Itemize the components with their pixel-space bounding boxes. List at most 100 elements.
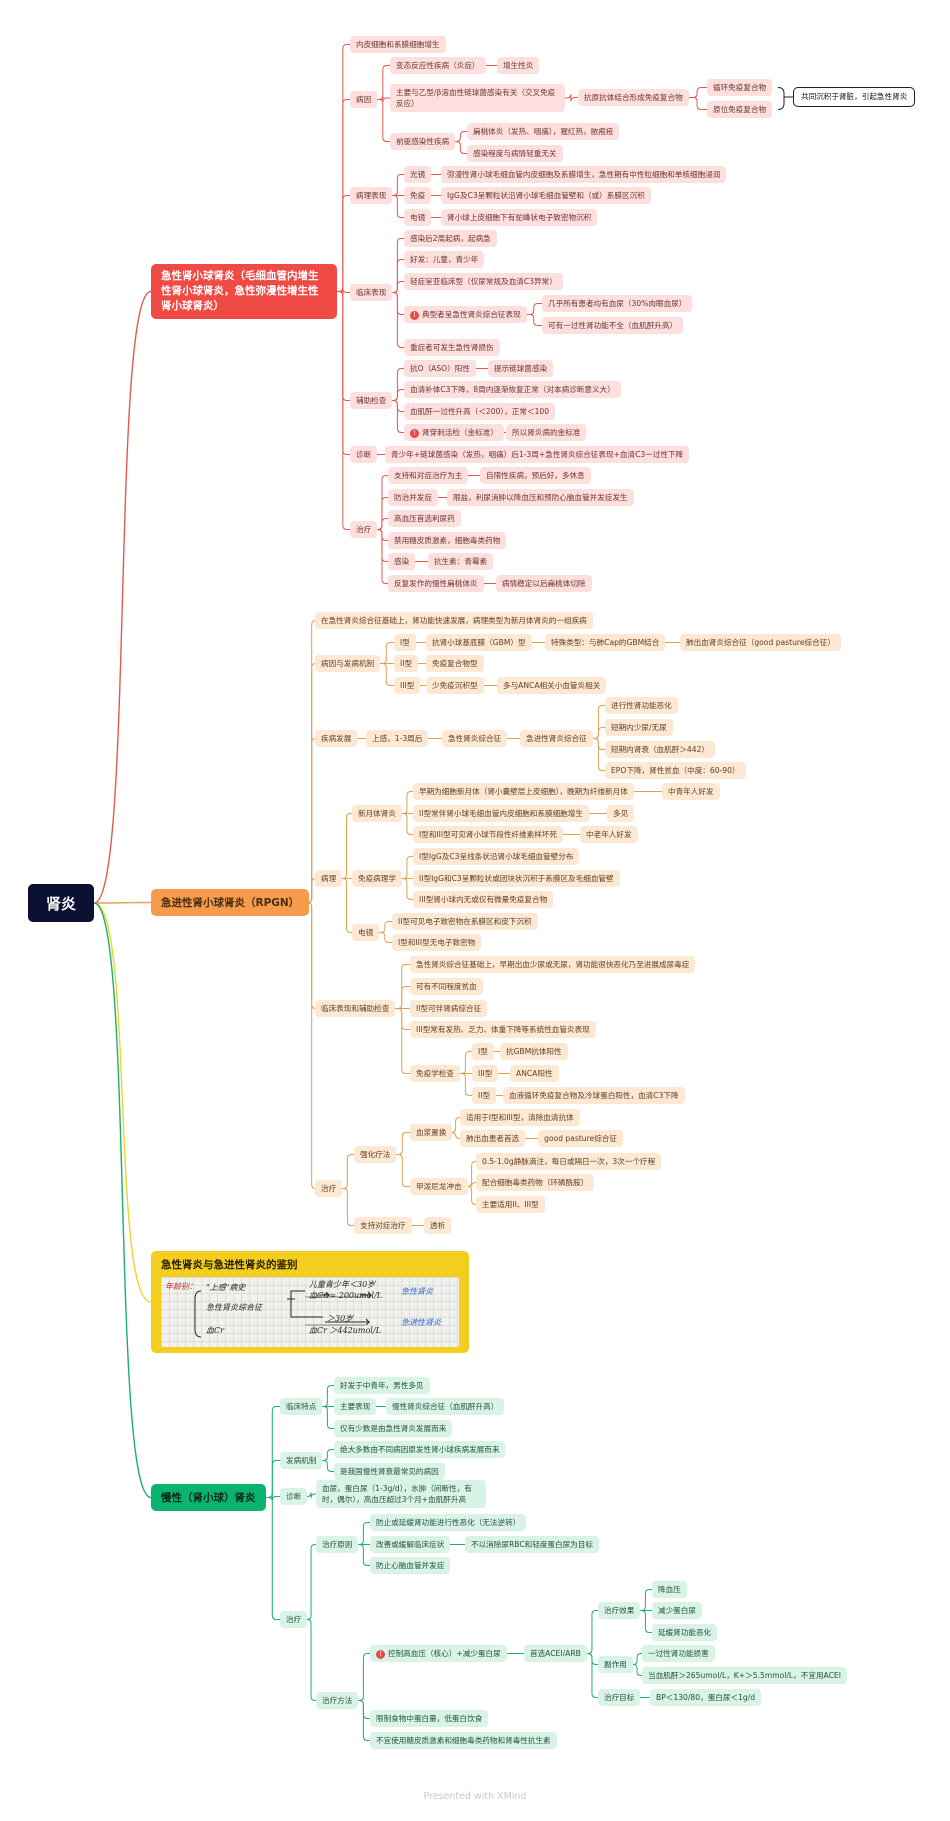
cgn-sd2[interactable]: 当血肌酐＞265umol/L，K+＞5.5mmol/L，不宜用ACEI	[642, 1667, 847, 1684]
rpgn-il1a[interactable]: 抗GBM抗体阳性	[500, 1043, 568, 1060]
agn-t5a[interactable]: 抗生素：青霉素	[428, 553, 494, 570]
cgn-pr2[interactable]: 改善或缓解临床症状	[370, 1536, 451, 1553]
rpgn-il3a[interactable]: 血液循环免疫复合物及冷球蛋白阳性，血清C3下降	[503, 1087, 685, 1104]
rpgn-cr3[interactable]: I型和III型可见肾小球节段性纤维素样坏死	[413, 826, 564, 843]
agn-c5[interactable]: 重症者可发生急性肾损伤	[404, 339, 500, 356]
rpgn-il3[interactable]: II型	[472, 1087, 497, 1104]
rpgn-m3[interactable]: III型	[394, 677, 421, 694]
cgn-f2[interactable]: 主要表现	[334, 1398, 377, 1415]
agn-p1a[interactable]: 弥漫性肾小球毛细血管内皮细胞及系膜增生，急性期有中性粒细胞和单核细胞浸润	[441, 166, 727, 183]
rpgn-m3a[interactable]: 少免疫沉积型	[426, 677, 484, 694]
rpgn-m1c[interactable]: 肺出血肾炎综合征（good pasture综合征）	[680, 634, 841, 651]
rpgn-dv3[interactable]: 急进性肾炎综合征	[520, 730, 593, 747]
agn-c2[interactable]: 好发：儿童，青少年	[404, 251, 485, 268]
agn-path[interactable]: 病理表现	[350, 187, 393, 204]
rpgn-il2a[interactable]: ANCA阳性	[510, 1065, 559, 1082]
agn-t1[interactable]: 支持和对症治疗为主	[388, 467, 469, 484]
agn-p2a[interactable]: IgG及C3呈颗粒状沿肾小球毛细血管壁和（或）系膜区沉积	[441, 187, 651, 204]
cgn-sd1[interactable]: 一过性肾功能损害	[642, 1645, 715, 1662]
rpgn-dv1[interactable]: 上感，1-3周后	[366, 730, 429, 747]
rpgn-mp3[interactable]: 主要适用II、III型	[476, 1196, 545, 1213]
rpgn-mp1[interactable]: 0.5-1.0g静脉滴注，每日或隔日一次，3次一个疗程	[476, 1153, 662, 1170]
rpgn-clin[interactable]: 临床表现和辅助检查	[315, 1000, 396, 1017]
topic-chronic-gn[interactable]: 慢性（肾小球）肾炎	[151, 1484, 266, 1511]
rpgn-pex1[interactable]: 适用于I型和III型，清除血清抗体	[460, 1109, 580, 1126]
rpgn-cl3[interactable]: II型可伴肾病综合征	[410, 1000, 488, 1017]
cgn-treat[interactable]: 治疗	[280, 1611, 308, 1628]
agn-a4a[interactable]: 所以肾炎病的金标准	[506, 424, 587, 441]
rpgn-def[interactable]: 在急性肾炎综合征基础上，肾功能快速发展，病理类型为新月体肾炎的一组疾病	[315, 612, 593, 629]
agn-t6[interactable]: 反复发作的慢性扁桃体炎	[388, 575, 484, 592]
agn-e2b2[interactable]: 原位免疫复合物	[707, 101, 773, 118]
rpgn-ilab[interactable]: 免疫学检查	[410, 1065, 460, 1082]
cgn-ef1[interactable]: 降血压	[652, 1581, 687, 1598]
cgn-diag[interactable]: 诊断	[280, 1488, 308, 1505]
cgn-me1[interactable]: !控制高血压（核心）+减少蛋白尿	[370, 1645, 507, 1662]
agn-diag[interactable]: 诊断	[350, 446, 378, 463]
rpgn-dv3b[interactable]: 短期内少尿/无尿	[605, 719, 673, 736]
rpgn-immu[interactable]: 免疫病理学	[352, 870, 402, 887]
rpgn-dv3d[interactable]: EPO下降，肾性贫血（中度：60-90）	[605, 762, 746, 779]
rpgn-m2[interactable]: II型	[394, 655, 419, 672]
rpgn-dv3a[interactable]: 进行性肾功能恶化	[605, 697, 678, 714]
root-topic[interactable]: 肾炎	[28, 884, 94, 922]
agn-t1a[interactable]: 自限性疾病，预后好，多休息	[480, 467, 591, 484]
agn-clin[interactable]: 临床表现	[350, 284, 393, 301]
rpgn-support[interactable]: 支持对症治疗	[354, 1217, 412, 1234]
cgn-f1[interactable]: 好发于中青年，男性多见	[334, 1377, 430, 1394]
rpgn-cl4[interactable]: III型常有发热、乏力、体重下降等系统性血管炎表现	[410, 1021, 596, 1038]
rpgn-dv2[interactable]: 急性肾炎综合征	[442, 730, 508, 747]
agn-e3b[interactable]: 感染程度与病情轻重无关	[467, 145, 563, 162]
cgn-me3[interactable]: 不宜使用糖皮质激素和细胞毒类药物和肾毒性抗生素	[370, 1732, 557, 1749]
agn-c4[interactable]: !典型者呈急性肾炎综合征表现	[404, 306, 527, 323]
agn-a4[interactable]: !肾穿刺活检（金标准）	[404, 424, 504, 441]
rpgn-m1b[interactable]: 特殊类型：与肺Cap的GBM结合	[545, 634, 666, 651]
rpgn-m1a[interactable]: 抗肾小球基底膜（GBM）型	[426, 634, 532, 651]
rpgn-mp[interactable]: 甲泼尼龙冲击	[410, 1178, 468, 1195]
agn-c4a[interactable]: 几乎所有患者均有血尿（30%肉眼血尿）	[542, 295, 693, 312]
cgn-method[interactable]: 治疗方法	[316, 1692, 359, 1709]
agn-callout[interactable]: 共同沉积于肾脏，引起急性肾炎	[793, 87, 916, 107]
topic-rpgn[interactable]: 急进性肾小球肾炎（RPGN）	[151, 889, 310, 916]
rpgn-dev[interactable]: 疾病发展	[315, 730, 358, 747]
agn-d1[interactable]: 青少年+链球菌感染（发热，咽痛）后1-3周+急性肾炎综合征表现+血清C3一过性下…	[385, 446, 690, 463]
rpgn-cr2a[interactable]: 多见	[607, 805, 635, 822]
rpgn-mech[interactable]: 病因与发病机制	[315, 655, 381, 672]
rpgn-pex2a[interactable]: good pasture综合征	[538, 1130, 623, 1147]
rpgn-dv3c[interactable]: 短期内肾衰（血肌酐＞442）	[605, 741, 716, 758]
cgn-f3[interactable]: 仅有少数是由急性肾炎发展而来	[334, 1420, 453, 1437]
agn-a2[interactable]: 血清补体C3下降，8周内逐渐恢复正常（对本病诊断意义大）	[404, 381, 621, 398]
cgn-mc2[interactable]: 是我国慢性肾衰最常见的病因	[334, 1463, 445, 1480]
rpgn-treat[interactable]: 治疗	[315, 1180, 343, 1197]
rpgn-m2a[interactable]: 免疫复合物型	[426, 655, 484, 672]
rpgn-im2[interactable]: II型IgG和C3呈颗粒状或团块状沉积于系膜区及毛细血管壁	[413, 870, 620, 887]
rpgn-intense[interactable]: 强化疗法	[354, 1146, 397, 1163]
rpgn-cl2[interactable]: 可有不同程度贫血	[410, 978, 483, 995]
rpgn-cres[interactable]: 新月体肾炎	[352, 805, 402, 822]
rpgn-em[interactable]: 电镜	[352, 924, 380, 941]
rpgn-m1[interactable]: I型	[394, 634, 416, 651]
agn-a1[interactable]: 抗O（ASO）阳性	[404, 360, 476, 377]
agn-t4[interactable]: 禁用糖皮质激素，细胞毒类药物	[388, 532, 507, 549]
rpgn-dial[interactable]: 透析	[424, 1217, 452, 1234]
agn-p3a[interactable]: 肾小球上皮细胞下有驼峰状电子致密物沉积	[441, 209, 598, 226]
agn-e3[interactable]: 前驱感染性疾病	[390, 133, 456, 150]
rpgn-cr2[interactable]: II型常伴肾小球毛细血管内皮细胞和系膜细胞增生	[413, 805, 589, 822]
rpgn-cr1a[interactable]: 中青年人好发	[662, 783, 720, 800]
cgn-me1a[interactable]: 首选ACEI/ARB	[524, 1645, 587, 1662]
cgn-feat[interactable]: 临床特点	[280, 1398, 323, 1415]
agn-a1a[interactable]: 提示链球菌感染	[488, 360, 554, 377]
agn-e1[interactable]: 变态反应性疾病（炎症）	[390, 57, 486, 74]
rpgn-cl1[interactable]: 急性肾炎综合征基础上，早期出血少尿或无尿，肾功能很快恶化乃至进展成尿毒症	[410, 956, 696, 973]
agn-t6a[interactable]: 病情稳定以后扁桃体切除	[496, 575, 592, 592]
rpgn-il2[interactable]: III型	[472, 1065, 499, 1082]
cgn-side[interactable]: 副作用	[598, 1656, 633, 1673]
agn-t3[interactable]: 高血压首选利尿药	[388, 510, 461, 527]
agn-aux[interactable]: 辅助检查	[350, 392, 393, 409]
agn-e2b1[interactable]: 循环免疫复合物	[707, 79, 773, 96]
cgn-mech[interactable]: 发病机制	[280, 1452, 323, 1469]
cgn-eff[interactable]: 治疗效果	[598, 1602, 641, 1619]
agn-e2a[interactable]: 抗原抗体结合形成免疫复合物	[578, 89, 689, 106]
agn-p3[interactable]: 电镜	[404, 209, 432, 226]
cgn-mc1[interactable]: 绝大多数由不同病因原发性肾小球疾病发展而来	[334, 1441, 506, 1458]
